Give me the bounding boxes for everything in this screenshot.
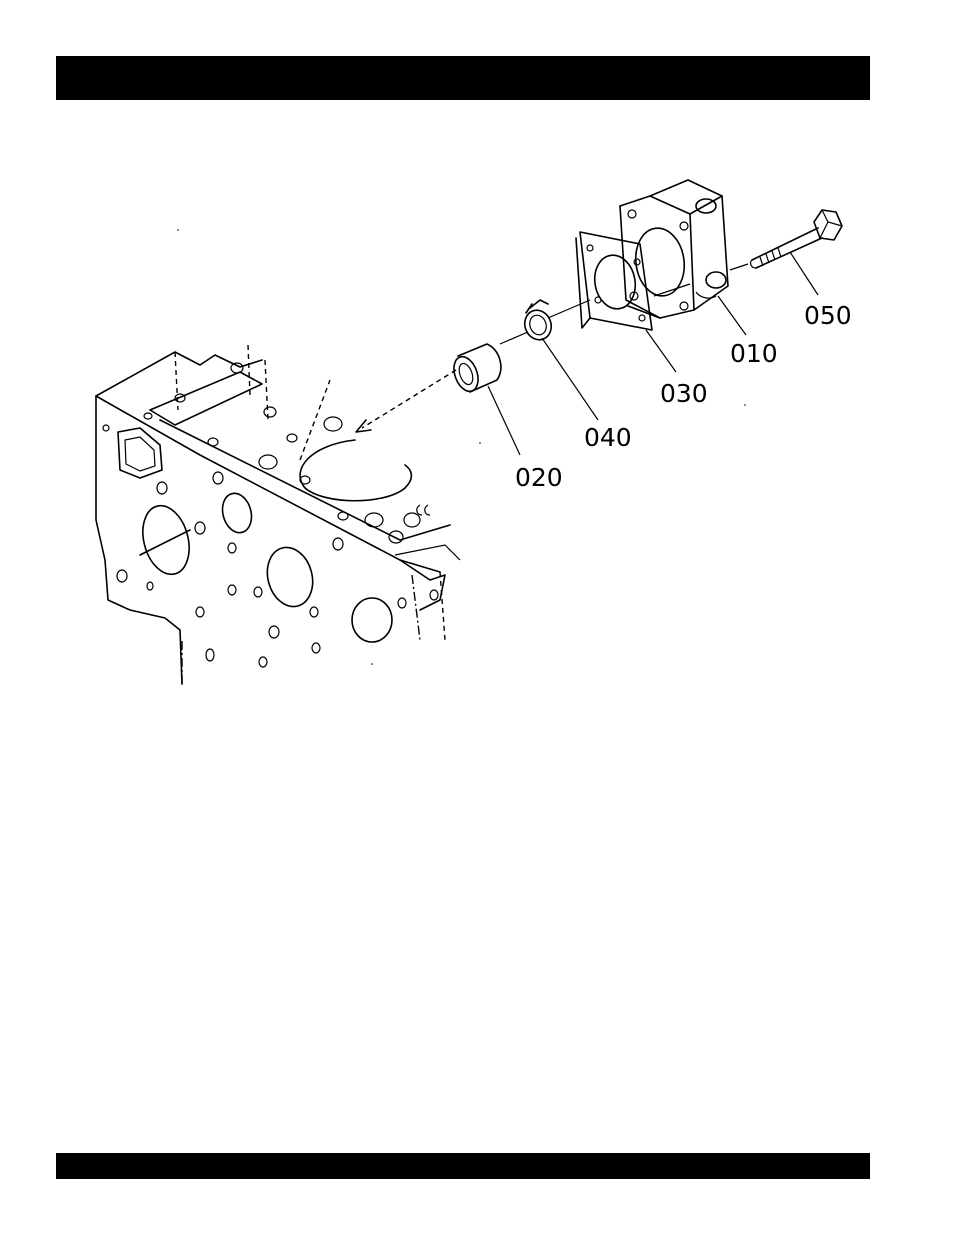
callout-010: 010 — [730, 339, 778, 368]
part-010-housing — [620, 180, 728, 318]
callout-040: 040 — [584, 423, 632, 452]
part-040-clip — [521, 300, 556, 344]
footer-bar — [56, 1153, 870, 1179]
engine-block — [96, 345, 460, 684]
callout-030: 030 — [660, 379, 708, 408]
part-050-bolt — [751, 210, 842, 268]
part-020-sleeve — [450, 344, 501, 395]
callout-050: 050 — [804, 301, 852, 330]
callout-020: 020 — [515, 463, 563, 492]
